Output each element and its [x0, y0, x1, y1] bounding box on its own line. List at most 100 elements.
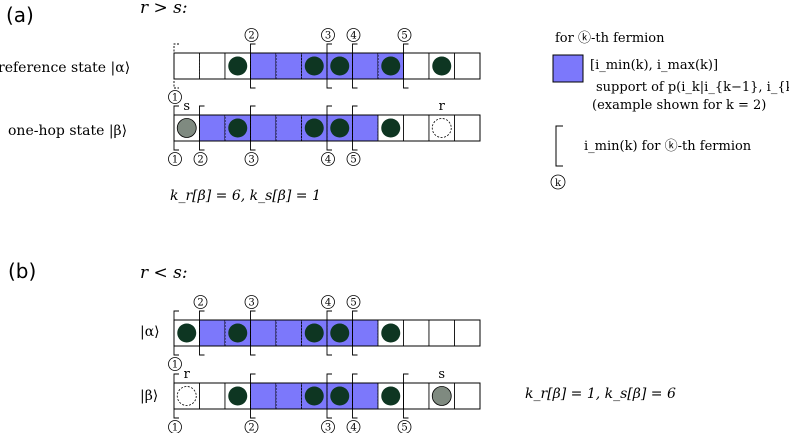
bracket-index-circle [346, 295, 361, 309]
legend-bracket-icon [555, 125, 563, 167]
panel-b-condition: r < s: [140, 263, 188, 283]
legend-box-line3: (example shown for k = 2) [592, 98, 766, 113]
lattice-cell [275, 319, 302, 347]
fermion-dot [177, 323, 197, 343]
fermion-dot [304, 386, 324, 406]
lattice-cell [199, 382, 226, 410]
bracket-index-number: 2 [248, 31, 254, 42]
hopped-fermion-dot [176, 118, 197, 138]
imin-bracket [250, 105, 256, 151]
lattice-cell [352, 52, 379, 80]
bracket-index-number: 4 [325, 155, 331, 166]
bracket-index-number: 4 [325, 298, 331, 309]
bracket-index-circle [321, 28, 335, 42]
bracket-index-number: 2 [197, 298, 203, 309]
bracket-index-circle [193, 152, 208, 166]
panel-a-tag: (a) [6, 3, 34, 27]
imin-bracket [326, 105, 332, 151]
imin-bracket [352, 310, 358, 356]
site-letter-label: r [439, 99, 446, 114]
bracket-index-number: 3 [248, 298, 254, 309]
bracket-index-circle [397, 28, 412, 42]
imin-bracket [199, 105, 205, 151]
lattice-cell [454, 114, 481, 142]
lattice-cell [352, 114, 379, 142]
lattice-cell [403, 319, 430, 347]
panel-a-condition: r > s: [140, 0, 188, 18]
bracket-index-circle [397, 420, 412, 433]
lattice-cell [199, 114, 226, 142]
panel-a-row2-label: one-hop state |β⟩ [8, 123, 127, 139]
imin-bracket [352, 43, 358, 89]
bracket-index-circle [346, 28, 361, 42]
lattice-cell [454, 319, 481, 347]
imin-bracket [250, 373, 256, 419]
imin-bracket [173, 373, 179, 419]
imin-bracket [326, 310, 332, 356]
bracket-index-number: 2 [248, 423, 254, 433]
fermion-dot [330, 56, 350, 76]
panel-b-row1-label: |α⟩ [140, 324, 160, 340]
lattice-cell [250, 114, 277, 142]
bracket-index-number: 3 [248, 155, 254, 166]
imin-bracket [250, 43, 256, 89]
bracket-index-circle [244, 295, 259, 309]
bracket-index-number: 5 [401, 423, 407, 433]
fermion-dot [330, 118, 350, 138]
fermion-dot [330, 323, 350, 343]
panel-b-row2-label: |β⟩ [140, 388, 158, 404]
bracket-index-circle [346, 420, 361, 433]
lattice-cell [199, 52, 226, 80]
site-letter-label: s [438, 367, 445, 382]
fermion-dot [228, 56, 248, 76]
site-letter-label: s [183, 99, 190, 114]
bracket-index-number: 5 [401, 31, 407, 42]
site-letter-label: r [184, 367, 191, 382]
fermion-dot [304, 118, 324, 138]
bracket-index-number: 3 [325, 423, 331, 433]
bracket-index-circle [193, 295, 208, 309]
lattice-cell [352, 319, 379, 347]
fermion-dot [330, 386, 350, 406]
legend-bracket-num-circle [550, 174, 566, 190]
bracket-index-number: 4 [350, 423, 356, 433]
bracket-index-circle [244, 28, 259, 42]
lattice-cell [403, 114, 430, 142]
bracket-index-circle [321, 152, 335, 166]
fermion-dot [228, 323, 248, 343]
bracket-index-number: 5 [350, 298, 356, 309]
imin-bracket [352, 105, 358, 151]
bracket-index-circle [244, 420, 259, 433]
fermion-dot [228, 386, 248, 406]
lattice-cell [250, 382, 277, 410]
lattice-cell [275, 382, 302, 410]
bracket-index-number: 5 [350, 155, 356, 166]
bracket-index-circle [244, 152, 259, 166]
bracket-index-circle [168, 90, 182, 104]
vacated-site-circle [176, 386, 197, 406]
legend-bracket-text: i_min(k) for ⓚ-th fermion [584, 139, 752, 154]
panel-a-result: k_r[β] = 6, k_s[β] = 1 [170, 188, 321, 204]
imin-bracket [173, 310, 179, 356]
lattice-cell [352, 382, 379, 410]
imin-bracket [326, 373, 332, 419]
fermion-dot [381, 56, 401, 76]
panel-a-one-hop-state-row: s r 1 2 3 4 5 [168, 99, 481, 166]
bracket-index-number: 2 [197, 155, 203, 166]
lattice-cell [199, 319, 226, 347]
legend-bracket-num: k [555, 178, 562, 189]
bracket-index-number: 1 [172, 360, 178, 371]
bracket-index-number: 1 [172, 155, 178, 166]
fermion-dot [432, 56, 452, 76]
panel-b-alpha-row: 1 2 3 4 5 [168, 295, 481, 371]
hopped-fermion-dot [431, 386, 452, 406]
lattice-cell [403, 52, 430, 80]
panel-a-row1-label: reference state |α⟩ [0, 60, 130, 76]
lattice-cell [250, 52, 277, 80]
legend-highlight-swatch [552, 54, 584, 83]
bracket-index-circle [168, 152, 182, 166]
